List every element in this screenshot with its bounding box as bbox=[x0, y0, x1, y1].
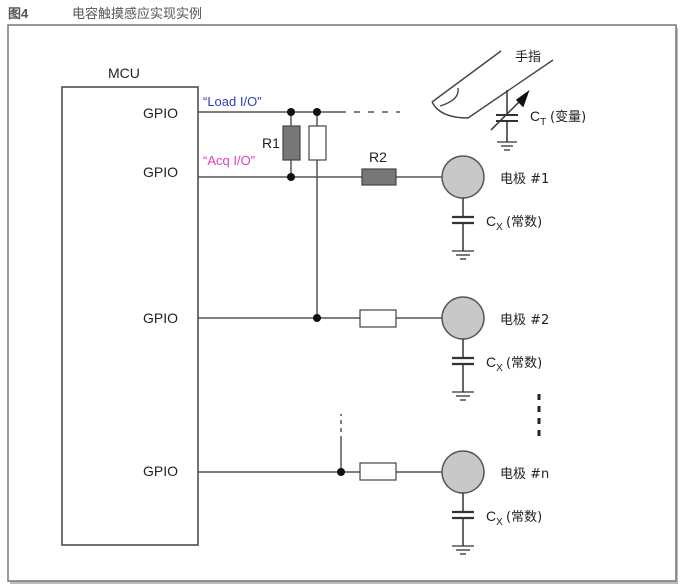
junction-dot bbox=[337, 468, 345, 476]
junction-dot bbox=[313, 108, 321, 116]
gpio-pin-label: GPIO bbox=[143, 463, 178, 479]
junction-dot bbox=[287, 108, 295, 116]
ground-icon bbox=[452, 250, 474, 260]
ground-icon bbox=[452, 545, 474, 555]
electrode-label: 电极 #1 bbox=[500, 172, 549, 187]
cx-note: (常数) bbox=[506, 356, 542, 371]
r1-label: R1 bbox=[262, 135, 280, 151]
gpio-pin-label: GPIO bbox=[143, 164, 178, 180]
mcu-block bbox=[61, 86, 199, 546]
gpio-pin-label: GPIO bbox=[143, 105, 178, 121]
cx-label: CX bbox=[486, 213, 503, 233]
junction-dot bbox=[313, 314, 321, 322]
cx-note: (常数) bbox=[506, 510, 542, 525]
electrode-pad-icon bbox=[441, 296, 485, 340]
gpio-pin-label: GPIO bbox=[143, 310, 178, 326]
resistor-bus bbox=[308, 125, 327, 161]
ground-icon bbox=[452, 391, 474, 401]
finger-icon bbox=[431, 50, 554, 119]
cx-note: (常数) bbox=[506, 215, 542, 230]
variable-capacitor-icon bbox=[490, 89, 530, 142]
load-io-label: “Load I/O” bbox=[203, 94, 262, 109]
electrode-label: 电极 #n bbox=[500, 467, 549, 482]
figure-title: 电容触摸感应实现实例 bbox=[72, 7, 203, 22]
electrodes: 电极 #1CX(常数)电极 #2CX(常数)电极 #nCX(常数) bbox=[441, 155, 549, 555]
cx-label: CX bbox=[486, 508, 503, 528]
electrode-3: 电极 #n CX(常数) bbox=[441, 450, 549, 555]
electrode-1: 电极 #1 CX(常数) bbox=[441, 155, 549, 260]
cx-label: CX bbox=[486, 354, 503, 374]
electrode-pad-icon bbox=[441, 155, 485, 199]
figure-caption: 图4 电容触摸感应实现实例 bbox=[0, 0, 690, 26]
ground-icon bbox=[497, 141, 517, 151]
figure-number: 图4 bbox=[8, 6, 29, 21]
junctions bbox=[287, 108, 345, 476]
resistor-r2 bbox=[361, 168, 397, 186]
capacitor-icon bbox=[452, 493, 474, 546]
wires bbox=[198, 111, 443, 473]
electrode-label: 电极 #2 bbox=[500, 313, 549, 328]
capacitor-icon bbox=[452, 198, 474, 251]
capacitor-icon bbox=[452, 339, 474, 392]
resistor-r1 bbox=[282, 125, 301, 161]
r2-label: R2 bbox=[369, 149, 387, 165]
acq-io-label: “Acq I/O” bbox=[203, 153, 255, 168]
resistor-e2 bbox=[359, 309, 397, 328]
resistor-en bbox=[359, 462, 397, 481]
ct-label: CT bbox=[530, 108, 546, 128]
electrode-pad-icon bbox=[441, 450, 485, 494]
ct-note: (变量) bbox=[550, 109, 586, 125]
junction-dot bbox=[287, 173, 295, 181]
mcu-label: MCU bbox=[108, 65, 140, 81]
electrode-2: 电极 #2 CX(常数) bbox=[441, 296, 549, 401]
finger-label: 手指 bbox=[515, 50, 541, 65]
